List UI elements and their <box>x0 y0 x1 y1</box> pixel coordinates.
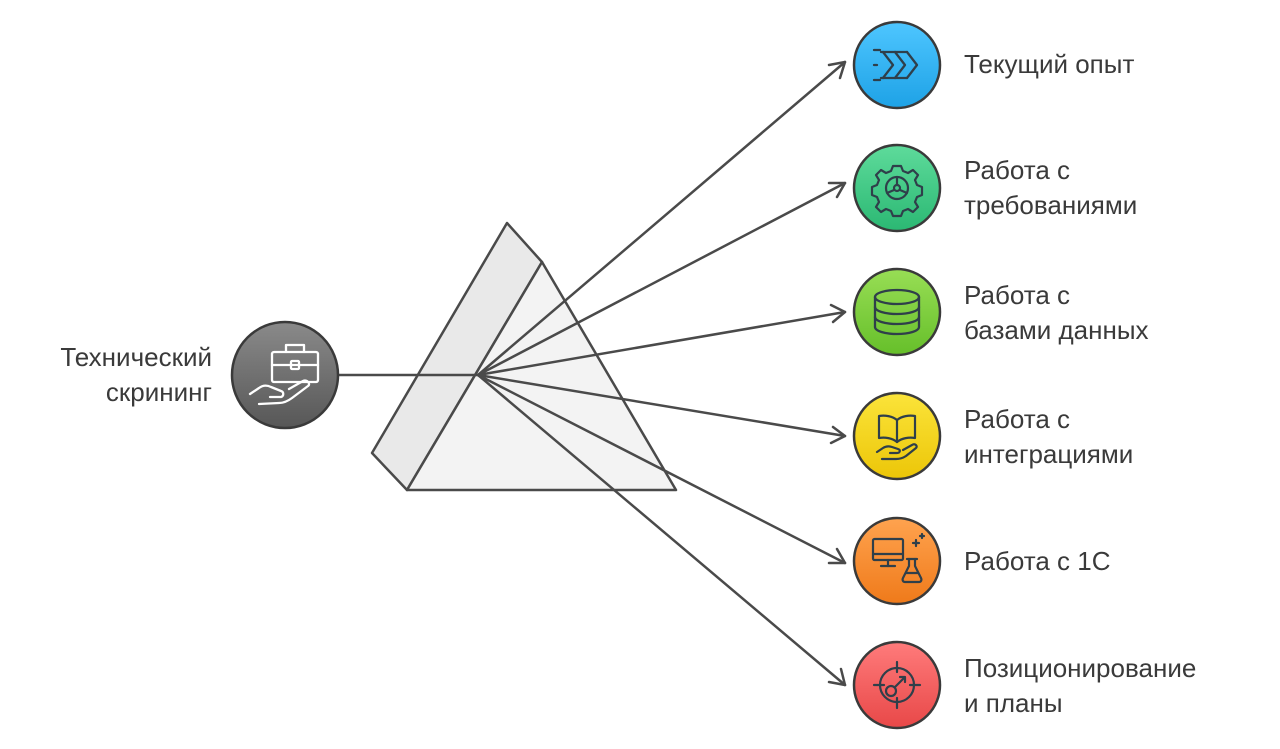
source-label-line-1: Технический <box>60 342 212 372</box>
output-label-0: Текущий опыт <box>964 47 1134 82</box>
prism <box>370 221 678 492</box>
output-label-5-line-1: Позиционирование <box>964 653 1197 683</box>
ray-5 <box>476 373 847 687</box>
briefcase-hand-icon <box>248 343 320 406</box>
ray-3 <box>476 373 847 445</box>
output-label-3: Работа с интеграциями <box>964 402 1133 472</box>
ray-2 <box>476 303 847 377</box>
output-label-1-line-2: требованиями <box>964 190 1138 220</box>
output-label-0-line-1: Текущий опыт <box>964 49 1135 79</box>
output-label-2-line-1: Работа с <box>964 280 1071 310</box>
output-label-3-line-1: Работа с <box>964 404 1071 434</box>
output-node-3 <box>852 391 942 481</box>
output-node-5 <box>852 640 942 730</box>
output-label-5-line-2: и планы <box>964 688 1063 718</box>
book-hand-icon <box>875 414 918 461</box>
output-label-4: Работа с 1С <box>964 544 1110 579</box>
ray-0 <box>476 60 847 377</box>
output-label-5: Позиционирование и планы <box>964 651 1196 721</box>
source-label-line-2: скрининг <box>105 377 212 407</box>
target-icon <box>872 660 922 710</box>
monitor-flask-icon <box>871 532 926 584</box>
output-label-1-line-1: Работа с <box>964 155 1071 185</box>
ray-4 <box>476 373 847 565</box>
output-node-0 <box>852 20 942 110</box>
output-label-2-line-2: базами данных <box>964 315 1149 345</box>
source-label: Технический скрининг <box>20 340 212 410</box>
gear-icon <box>870 164 924 218</box>
output-label-3-line-2: интеграциями <box>964 439 1134 469</box>
output-label-4-line-1: Работа с 1С <box>964 546 1111 576</box>
output-rays <box>476 60 847 687</box>
output-node-1 <box>852 143 942 233</box>
output-node-2 <box>852 267 942 357</box>
forward-chevrons-icon <box>872 48 919 82</box>
source-node <box>230 320 340 430</box>
output-label-2: Работа с базами данных <box>964 278 1149 348</box>
database-icon <box>873 288 921 336</box>
output-label-1: Работа с требованиями <box>964 153 1137 223</box>
ray-1 <box>476 181 847 377</box>
output-node-4 <box>852 516 942 606</box>
